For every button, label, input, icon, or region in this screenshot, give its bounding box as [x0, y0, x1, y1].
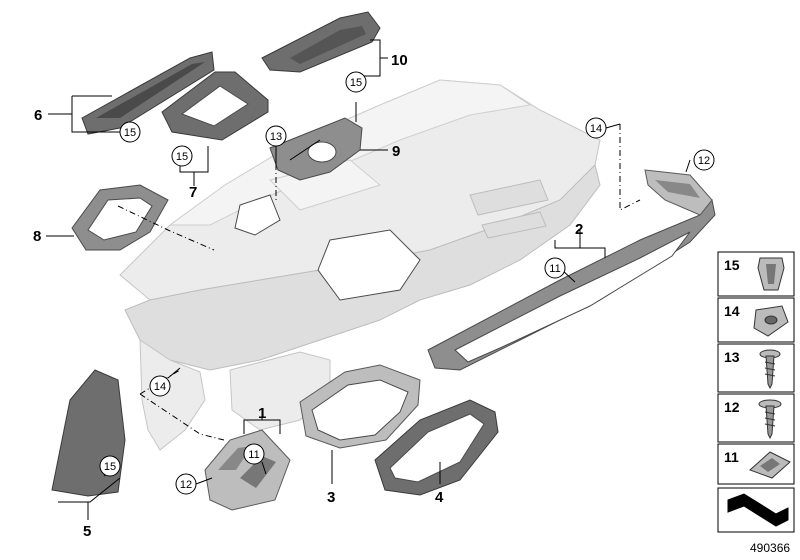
- part-number-3: 3: [327, 489, 335, 506]
- bracket-symbol-icon: [727, 493, 789, 527]
- spring-clip-icon: [749, 451, 791, 479]
- clip-icon: [757, 257, 785, 291]
- screw-icon: [759, 349, 781, 390]
- svg-text:15: 15: [176, 151, 188, 163]
- clip-nut-icon: [753, 305, 789, 337]
- callout-13: 13: [265, 125, 287, 147]
- svg-text:13: 13: [724, 349, 740, 365]
- svg-text:12: 12: [180, 479, 192, 491]
- legend-symbol-box: [717, 487, 795, 533]
- reference-number: 490366: [750, 541, 790, 555]
- fastener-legend: 15 14 13 12: [717, 251, 795, 533]
- callout-15-part-5: 15: [99, 455, 121, 477]
- part-number-2: 2: [575, 221, 583, 238]
- svg-text:15: 15: [124, 127, 136, 139]
- callout-11-part-1: 11: [243, 443, 265, 465]
- part-6-upper-trim: [81, 51, 215, 135]
- svg-text:14: 14: [590, 123, 602, 135]
- svg-text:12: 12: [724, 399, 740, 415]
- legend-item-13: 13: [717, 343, 795, 393]
- legend-item-15: 15: [717, 251, 795, 297]
- part-12-right-vent: [644, 169, 713, 216]
- part-number-9: 9: [392, 143, 400, 160]
- part-number-4: 4: [435, 489, 444, 506]
- svg-text:11: 11: [549, 263, 560, 275]
- part-7-display-frame: [161, 71, 269, 141]
- callout-15-part-7: 15: [171, 145, 193, 167]
- leader-lines: [46, 39, 691, 520]
- part-number-7: 7: [189, 184, 197, 201]
- part-10-speaker-cover: [261, 11, 381, 73]
- part-number-6: 6: [34, 107, 42, 124]
- part-number-8: 8: [33, 228, 41, 245]
- callout-15-part-6: 15: [119, 121, 141, 143]
- part-number-10: 10: [391, 52, 408, 69]
- callout-14-left: 14: [149, 375, 171, 397]
- part-5-side-cover: [51, 369, 126, 497]
- svg-text:12: 12: [698, 155, 710, 167]
- svg-text:14: 14: [154, 381, 166, 393]
- part-number-5: 5: [83, 523, 91, 540]
- legend-item-12: 12: [717, 393, 795, 443]
- svg-text:11: 11: [248, 449, 259, 461]
- svg-text:15: 15: [104, 461, 116, 473]
- legend-item-14: 14: [717, 297, 795, 343]
- part-number-1: 1: [258, 405, 266, 422]
- part-4-instrument-cover: [374, 399, 499, 496]
- svg-text:14: 14: [724, 303, 740, 319]
- part-8-vent-frame: [71, 184, 169, 251]
- svg-text:11: 11: [724, 449, 739, 465]
- svg-text:15: 15: [724, 257, 740, 273]
- part-1-lower-trim: [204, 429, 291, 511]
- part-9-central-bracket: [269, 117, 363, 181]
- svg-text:15: 15: [350, 77, 362, 89]
- svg-text:13: 13: [270, 131, 282, 143]
- callout-12-right: 12: [693, 149, 715, 171]
- callout-14-right: 14: [585, 117, 607, 139]
- part-numbers: 10 6 9 7 8 2 1 3 4 5: [33, 52, 583, 540]
- part-3-instrument-frame: [299, 364, 421, 449]
- callout-11-part-2: 11: [544, 257, 566, 279]
- legend-item-11: 11: [717, 443, 795, 485]
- part-2-trim-strip: [427, 198, 716, 371]
- callout-15-top: 15: [345, 71, 367, 93]
- callout-12-left: 12: [175, 473, 197, 495]
- screw-icon: [758, 399, 782, 440]
